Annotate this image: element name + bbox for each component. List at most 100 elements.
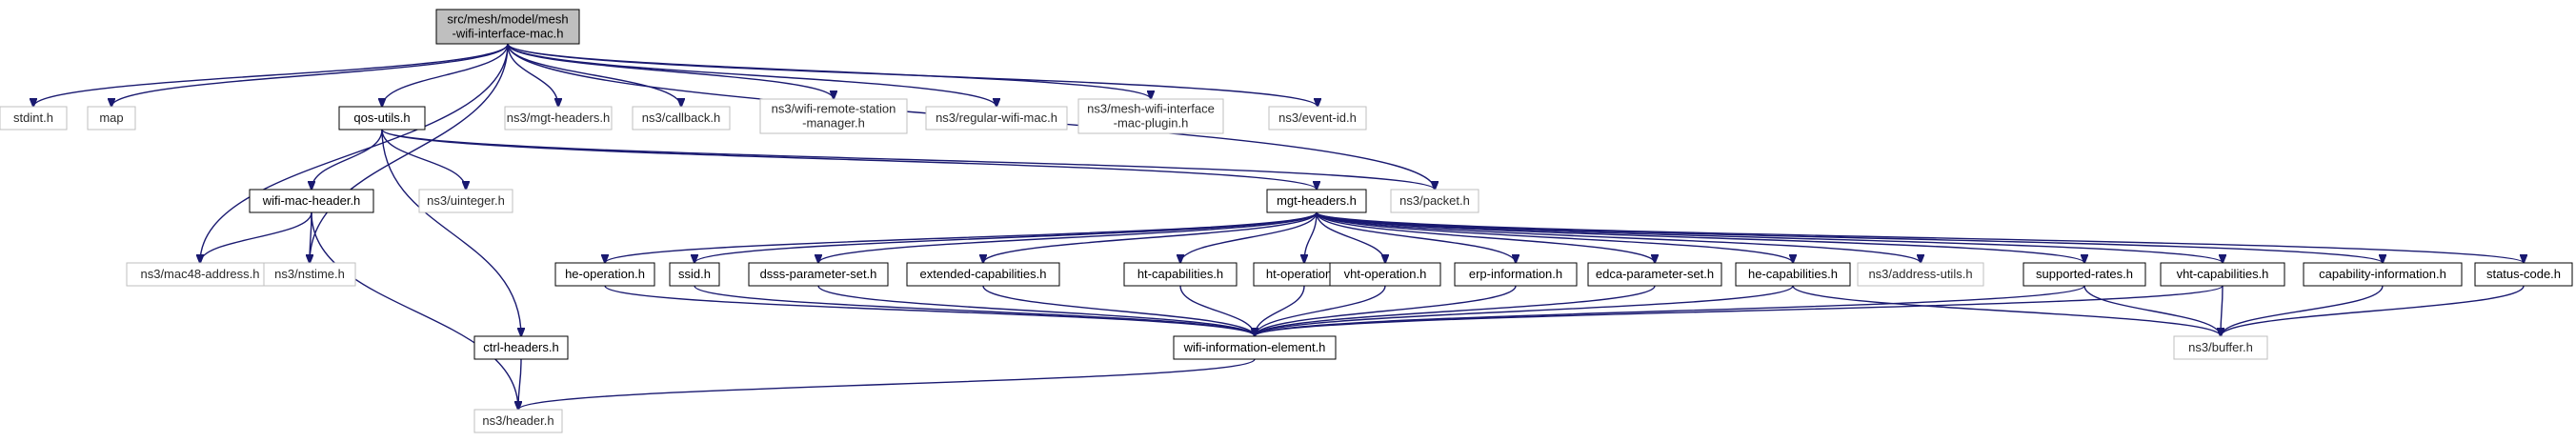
node-suprates[interactable]: supported-rates.h xyxy=(2023,262,2146,287)
node-ssid-box xyxy=(669,262,720,287)
node-vhtop-label: vht-operation.h xyxy=(1344,267,1427,281)
node-heop[interactable]: he-operation.h xyxy=(554,262,655,287)
node-buffer-box xyxy=(2173,335,2268,360)
node-htcap[interactable]: ht-capabilities.h xyxy=(1123,262,1238,287)
edge-qos-to-mgt xyxy=(381,129,1317,190)
node-ctrl[interactable]: ctrl-headers.h xyxy=(473,335,569,360)
edge-mgt-to-heop xyxy=(605,211,1318,263)
node-map-box xyxy=(87,106,136,131)
node-packet-box xyxy=(1390,189,1479,213)
node-uinteger-label: ns3/uinteger.h xyxy=(427,193,505,208)
edge-vhtop-to-wie xyxy=(1255,285,1386,336)
node-extcap[interactable]: extended-capabilities.h xyxy=(906,262,1060,287)
node-addr-label: ns3/address-utils.h xyxy=(1868,267,1972,281)
node-qos-box xyxy=(338,106,426,131)
node-wmh-label: wifi-mac-header.h xyxy=(262,193,361,208)
edge-root-to-stdint xyxy=(33,43,509,107)
node-hecap[interactable]: he-capabilities.h xyxy=(1735,262,1851,287)
node-edca-label: edca-parameter-set.h xyxy=(1596,267,1714,281)
node-wrsm-label: -manager.h xyxy=(802,116,865,131)
node-qos-label: qos-utils.h xyxy=(353,110,410,125)
node-vhtcap-label: vht-capabilities.h xyxy=(2177,267,2269,281)
node-capinfo-box xyxy=(2303,262,2463,287)
node-nstime-label: ns3/nstime.h xyxy=(274,267,345,281)
node-wmh[interactable]: wifi-mac-header.h xyxy=(249,189,374,213)
node-status-label: status-code.h xyxy=(2486,267,2561,281)
node-mwimp-label: ns3/mesh-wifi-interface xyxy=(1087,102,1215,116)
edge-mgt-to-htcap xyxy=(1180,211,1318,263)
node-hecap-label: he-capabilities.h xyxy=(1748,267,1838,281)
node-wrsm-label: ns3/wifi-remote-station xyxy=(772,102,896,116)
edge-mgt-to-edca xyxy=(1316,211,1655,263)
node-suprates-box xyxy=(2023,262,2146,287)
node-stdint: stdint.h xyxy=(0,106,68,131)
edge-root-to-mgt_headers_ns3 xyxy=(507,43,558,107)
edge-ctrl-to-header xyxy=(518,358,521,410)
node-edca[interactable]: edca-parameter-set.h xyxy=(1587,262,1722,287)
node-hecap-box xyxy=(1735,262,1851,287)
edge-erp-to-wie xyxy=(1255,285,1517,336)
node-map-label: map xyxy=(99,110,123,125)
edge-ssid-to-wie xyxy=(694,285,1255,336)
edge-mgt-to-suprates xyxy=(1316,211,2084,263)
edge-wmh-to-header xyxy=(311,211,518,410)
node-mwimp-box xyxy=(1077,98,1224,134)
node-rwm-box xyxy=(925,106,1068,131)
node-vhtcap[interactable]: vht-capabilities.h xyxy=(2160,262,2285,287)
edge-qos-to-packet xyxy=(381,129,1435,190)
edge-mgt-to-hecap xyxy=(1316,211,1793,263)
node-root[interactable]: src/mesh/model/mesh-wifi-interface-mac.h xyxy=(435,9,580,45)
node-buffer-label: ns3/buffer.h xyxy=(2188,340,2253,354)
node-edca-box xyxy=(1587,262,1722,287)
node-root-label: src/mesh/model/mesh xyxy=(447,12,568,27)
node-wie[interactable]: wifi-information-element.h xyxy=(1173,335,1337,360)
edge-root-to-wrsm xyxy=(507,43,834,99)
node-suprates-label: supported-rates.h xyxy=(2036,267,2133,281)
node-wmh-box xyxy=(249,189,374,213)
node-wie-box xyxy=(1173,335,1337,360)
node-eventid-label: ns3/event-id.h xyxy=(1278,110,1357,125)
edge-edca-to-wie xyxy=(1255,285,1656,336)
node-packet-label: ns3/packet.h xyxy=(1399,193,1470,208)
edge-suprates-to-buffer xyxy=(2083,285,2221,336)
node-ssid-label: ssid.h xyxy=(678,267,711,281)
edge-hecap-to-wie xyxy=(1255,285,1794,336)
node-mac48: ns3/mac48-address.h xyxy=(126,262,274,287)
node-mgt[interactable]: mgt-headers.h xyxy=(1266,189,1367,213)
node-wie-label: wifi-information-element.h xyxy=(1183,340,1326,354)
node-dsss-label: dsss-parameter-set.h xyxy=(760,267,877,281)
edge-capinfo-to-buffer xyxy=(2221,285,2384,336)
node-qos[interactable]: qos-utils.h xyxy=(338,106,426,131)
edge-qos-to-ctrl xyxy=(381,129,521,336)
node-wrsm-box xyxy=(759,98,908,134)
edge-extcap-to-wie xyxy=(982,285,1255,336)
edge-root-to-mac48 xyxy=(200,43,509,263)
node-addr: ns3/address-utils.h xyxy=(1857,262,1984,287)
node-status[interactable]: status-code.h xyxy=(2474,262,2573,287)
nodes-layer: src/mesh/model/mesh-wifi-interface-mac.h… xyxy=(0,9,2573,433)
edge-root-to-qos xyxy=(382,43,509,107)
node-ctrl-box xyxy=(473,335,569,360)
node-vhtcap-box xyxy=(2160,262,2285,287)
node-ssid[interactable]: ssid.h xyxy=(669,262,720,287)
edge-root-to-map xyxy=(111,43,509,107)
node-dsss[interactable]: dsss-parameter-set.h xyxy=(748,262,889,287)
edge-status-to-buffer xyxy=(2221,285,2525,336)
node-dsss-box xyxy=(748,262,889,287)
node-capinfo[interactable]: capability-information.h xyxy=(2303,262,2463,287)
edge-heop-to-wie xyxy=(604,285,1255,336)
edge-mgt-to-erp xyxy=(1316,211,1516,263)
node-mgt_headers_ns3-box xyxy=(504,106,613,131)
node-vhtop[interactable]: vht-operation.h xyxy=(1329,262,1441,287)
node-erp[interactable]: erp-information.h xyxy=(1454,262,1578,287)
node-heop-label: he-operation.h xyxy=(565,267,645,281)
node-extcap-box xyxy=(906,262,1060,287)
node-mgt_headers_ns3: ns3/mgt-headers.h xyxy=(504,106,613,131)
node-uinteger-box xyxy=(418,189,513,213)
node-heop-box xyxy=(554,262,655,287)
node-htcap-box xyxy=(1123,262,1238,287)
node-uinteger: ns3/uinteger.h xyxy=(418,189,513,213)
node-header-label: ns3/header.h xyxy=(482,413,553,428)
node-eventid: ns3/event-id.h xyxy=(1268,106,1367,131)
